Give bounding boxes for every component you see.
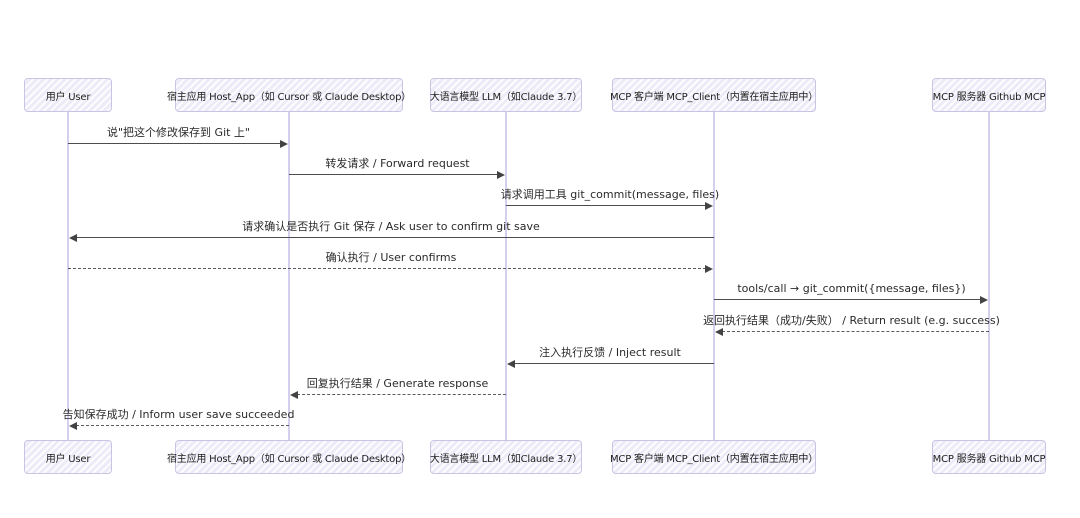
message-arrowhead-2 xyxy=(705,202,713,210)
message-arrowhead-4 xyxy=(705,265,713,273)
message-arrowhead-1 xyxy=(497,171,505,179)
actor-llm-bottom: 大语言模型 LLM（如Claude 3.7） xyxy=(430,440,582,474)
message-arrowhead-6 xyxy=(715,328,723,336)
message-label-8: 回复执行结果 / Generate response xyxy=(306,377,489,390)
message-label-5: tools/call → git_commit({message, files}… xyxy=(737,282,966,295)
actor-mcp_client-top: MCP 客户端 MCP_Client（内置在宿主应用中） xyxy=(610,78,818,112)
actor-host_app-top: 宿主应用 Host_App（如 Cursor 或 Claude Desktop） xyxy=(167,78,411,112)
message-line-8 xyxy=(297,394,506,395)
actor-llm-top: 大语言模型 LLM（如Claude 3.7） xyxy=(430,78,582,112)
message-line-2 xyxy=(506,205,706,206)
lifeline-github_mcp xyxy=(988,112,990,440)
message-arrowhead-0 xyxy=(280,140,288,148)
message-line-9 xyxy=(76,425,289,426)
message-arrowhead-7 xyxy=(507,360,515,368)
message-line-4 xyxy=(68,268,706,269)
message-label-4: 确认执行 / User confirms xyxy=(325,251,457,264)
message-arrowhead-5 xyxy=(980,296,988,304)
message-line-5 xyxy=(714,299,981,300)
message-line-6 xyxy=(722,331,989,332)
message-label-3: 请求确认是否执行 Git 保存 / Ask user to confirm gi… xyxy=(242,220,540,233)
message-label-2: 请求调用工具 git_commit(message, files) xyxy=(500,188,720,201)
actor-user-bottom: 用户 User xyxy=(24,440,112,474)
message-arrowhead-3 xyxy=(69,234,77,242)
actor-user-top: 用户 User xyxy=(24,78,112,112)
message-line-1 xyxy=(289,174,498,175)
actor-github_mcp-top: MCP 服务器 Github MCP xyxy=(932,78,1046,112)
message-label-9: 告知保存成功 / Inform user save succeeded xyxy=(62,408,295,421)
message-label-6: 返回执行结果（成功/失败） / Return result (e.g. succ… xyxy=(703,314,1000,327)
actor-host_app-bottom: 宿主应用 Host_App（如 Cursor 或 Claude Desktop） xyxy=(167,440,411,474)
actor-mcp_client-bottom: MCP 客户端 MCP_Client（内置在宿主应用中） xyxy=(610,440,818,474)
message-line-3 xyxy=(76,237,714,238)
message-line-7 xyxy=(514,363,714,364)
message-label-1: 转发请求 / Forward request xyxy=(325,157,470,170)
message-label-0: 说"把这个修改保存到 Git 上" xyxy=(106,126,251,139)
lifeline-host_app xyxy=(288,112,290,440)
lifeline-mcp_client xyxy=(713,112,715,440)
actor-github_mcp-bottom: MCP 服务器 Github MCP xyxy=(932,440,1046,474)
message-arrowhead-9 xyxy=(69,422,77,430)
message-arrowhead-8 xyxy=(290,391,298,399)
lifeline-user xyxy=(67,112,69,440)
message-line-0 xyxy=(68,143,281,144)
lifeline-llm xyxy=(505,112,507,440)
message-label-7: 注入执行反馈 / Inject result xyxy=(539,346,681,359)
